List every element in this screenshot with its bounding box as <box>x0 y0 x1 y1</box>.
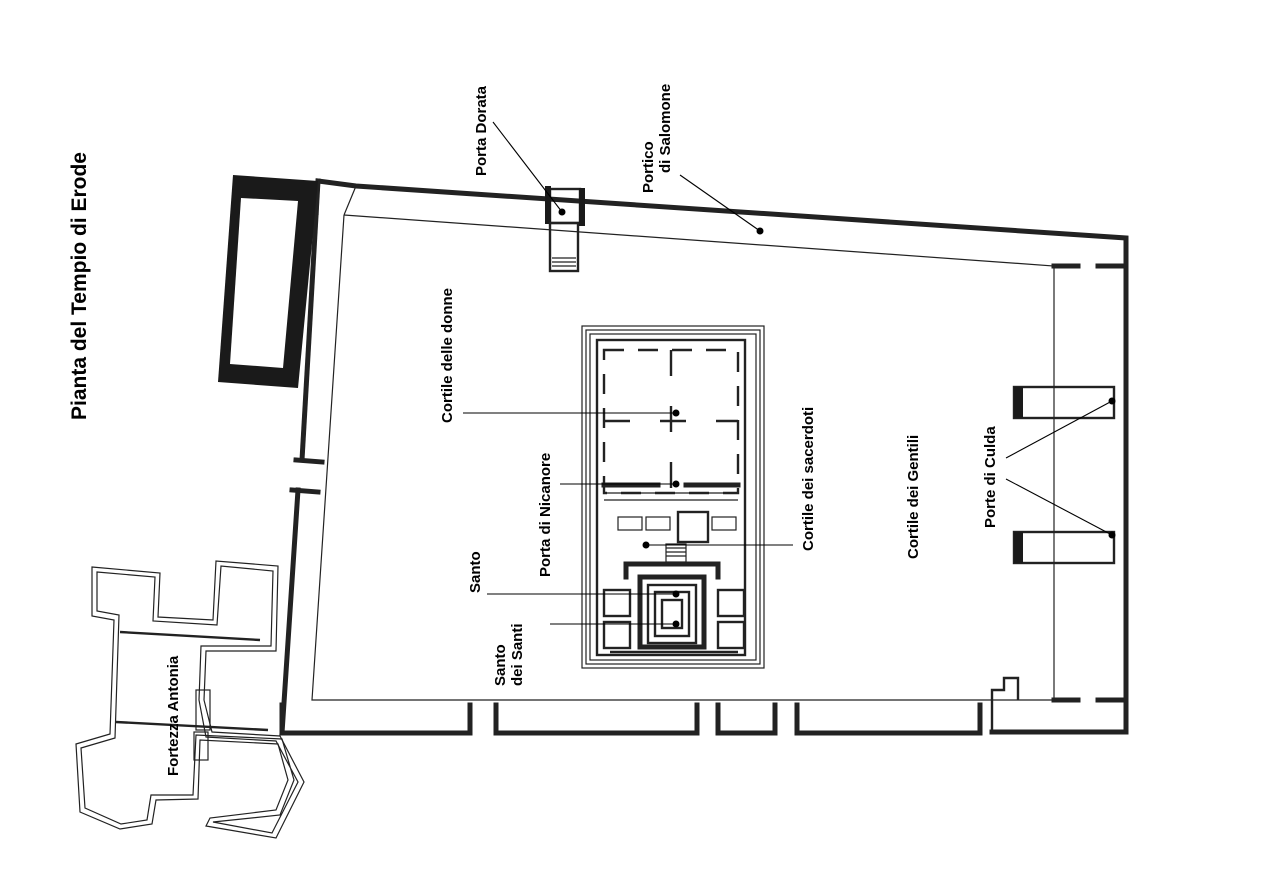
label-porta-nicanore: Porta di Nicanore <box>537 453 554 577</box>
golden-gate <box>545 186 585 273</box>
northwest-tower <box>218 175 318 388</box>
label-fortezza-antonia: Fortezza Antonia <box>165 655 182 776</box>
label-santo-santi-line1: Santo <box>492 644 509 686</box>
label-santo-santi-line2: dei Santi <box>509 623 526 686</box>
leader-lines <box>463 121 1116 628</box>
label-cortile-sacerdoti: Cortile dei sacerdoti <box>800 407 817 551</box>
inner-sanctuary <box>581 325 765 669</box>
label-cortile-gentili: Cortile dei Gentili <box>905 435 922 559</box>
label-porte-culda: Porte di Culda <box>982 426 999 528</box>
antonia-fortress <box>75 560 305 839</box>
diagram-title: Pianta del Tempio di Erode <box>68 152 91 420</box>
label-portico-salomone-line1: Portico <box>640 141 657 193</box>
label-santo: Santo <box>467 551 484 593</box>
label-portico-salomone-line2: di Salomone <box>657 84 674 173</box>
label-cortile-donne: Cortile delle donne <box>439 288 456 423</box>
label-porta-dorata: Porta Dorata <box>473 85 490 176</box>
temple-enclosure <box>279 178 1129 736</box>
